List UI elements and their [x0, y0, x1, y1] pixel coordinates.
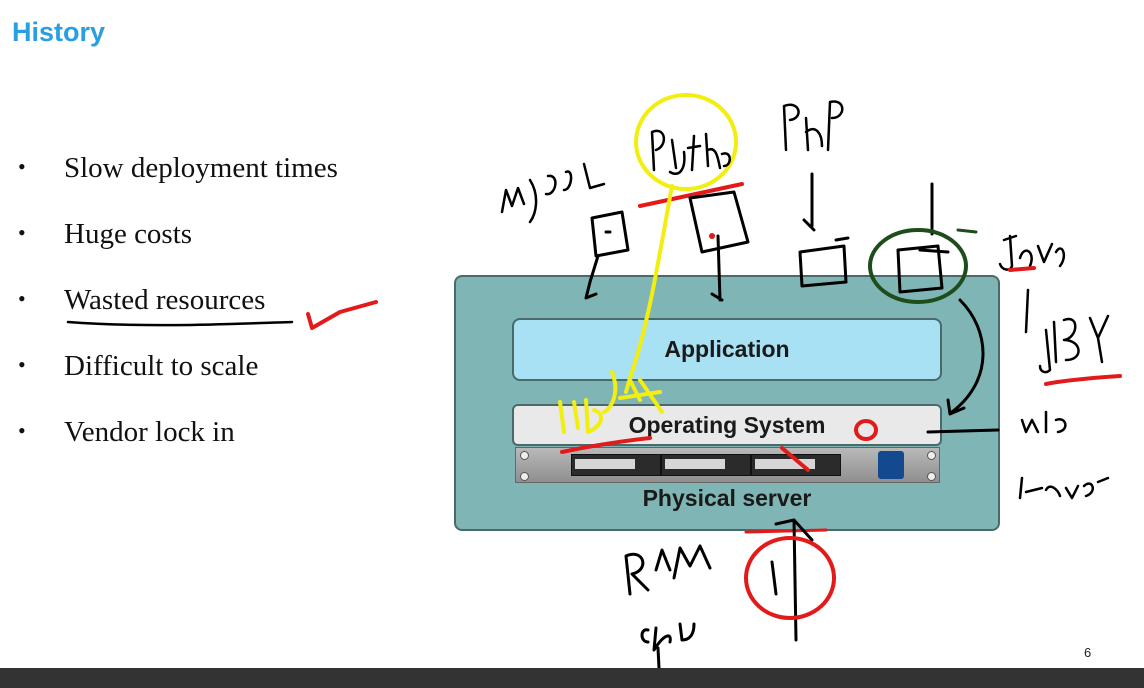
win-scribble	[1020, 410, 1067, 434]
ram-scribble	[624, 544, 712, 596]
bullet-text: Wasted resources	[64, 284, 266, 316]
operating-system-layer: Operating System	[512, 404, 942, 446]
ruby-scribble	[1024, 288, 1110, 374]
bullet-dot: •	[18, 286, 26, 311]
physical-server-box	[454, 275, 1000, 531]
checkmark-stroke	[306, 300, 378, 330]
bullet-dot: •	[18, 352, 26, 377]
arrow-stroke	[774, 518, 814, 642]
bullet-dot: •	[18, 220, 26, 245]
bullet-text: Slow deployment times	[64, 152, 338, 184]
php-scribble	[782, 100, 844, 152]
linux-scribble	[1018, 476, 1110, 500]
red-underline	[1044, 374, 1122, 386]
mysql-scribble	[500, 162, 606, 224]
server-rack-icon	[515, 447, 940, 483]
bottom-bar	[0, 668, 1144, 688]
red-underline	[1008, 266, 1036, 272]
bullet-dot: •	[18, 418, 26, 443]
application-layer: Application	[512, 318, 942, 381]
bullet-text: Vendor lock in	[64, 416, 235, 448]
java-scribble	[998, 234, 1066, 271]
physical-server-label: Physical server	[642, 485, 812, 511]
arrow-stroke	[770, 560, 778, 596]
cpu-scribble	[640, 622, 696, 652]
red-dot	[709, 233, 715, 239]
python-scribble	[650, 129, 731, 175]
slide-title: History	[12, 17, 106, 47]
bullet-text: Huge costs	[64, 218, 193, 250]
red-large-circle	[744, 536, 836, 620]
bullet-dot: •	[18, 154, 26, 179]
box-sketch	[798, 172, 850, 288]
green-dash	[956, 228, 978, 234]
bullet-text: Difficult to scale	[64, 350, 259, 382]
python-circle	[634, 93, 738, 191]
underline-stroke	[66, 320, 294, 327]
red-underline	[638, 182, 744, 208]
page-number: 6	[1084, 645, 1092, 660]
